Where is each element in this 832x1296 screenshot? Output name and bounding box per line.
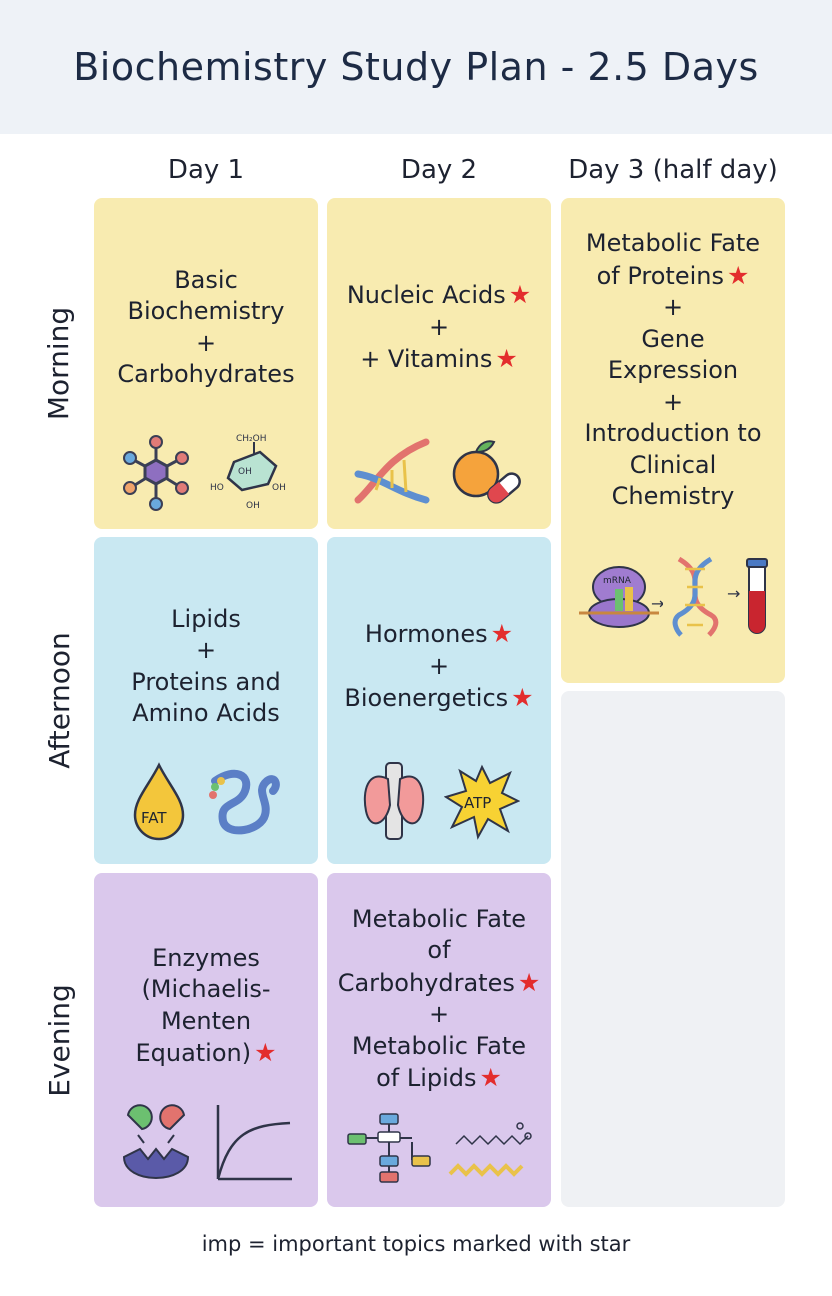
cell-line: Lipids [171, 604, 241, 633]
ribosome-icon: mRNA → [579, 565, 663, 628]
cell-line: Bioenergetics★ [344, 683, 534, 713]
row-label-afternoon: Afternoon [42, 632, 76, 769]
cell-line: Enzymes [152, 943, 260, 972]
cell-line: Menten [160, 1006, 252, 1035]
cell-icons [327, 427, 551, 517]
glucose-ring-icon: CH₂OH OH HO OH OH [210, 434, 286, 511]
star-icon: ★ [517, 967, 541, 997]
cell-icons [327, 1103, 551, 1193]
star-icon: ★ [511, 683, 534, 713]
cell-line: Clinical [629, 450, 717, 479]
enzyme-icon [122, 1104, 190, 1179]
cell-line: Carbohydrates [117, 360, 295, 388]
cell-day3-empty [561, 691, 785, 1207]
star-icon: ★ [726, 260, 750, 290]
test-tube-icon: → [727, 557, 768, 634]
star-icon: ★ [479, 1063, 502, 1092]
cell-line: + [662, 293, 684, 321]
cell-line: Nucleic Acids★ [346, 280, 532, 310]
cell-line: Expression [607, 356, 739, 384]
glucose-label: CH₂OH [236, 434, 267, 444]
cell-line: Metabolic Fate [585, 229, 761, 257]
star-icon: ★ [508, 280, 532, 310]
protein-chain-icon [209, 769, 280, 835]
glucose-label: OH [272, 483, 286, 493]
row-label-evening: Evening [42, 983, 76, 1097]
flowchart-icon [347, 1113, 431, 1183]
svg-text:→: → [727, 584, 740, 603]
glucose-label: HO [210, 483, 224, 493]
cell-day2-morning: Nucleic Acids★+ + Vitamins★ [327, 198, 551, 529]
cell-icons: ATP [327, 756, 551, 846]
cell-line: + Vitamins★ [360, 344, 518, 374]
atp-label: ATP [464, 794, 491, 812]
page-title: Biochemistry Study Plan - 2.5 Days [73, 45, 759, 89]
cell-line: of Proteins★ [596, 260, 750, 290]
star-icon: ★ [495, 344, 518, 374]
dna-icon [354, 438, 430, 504]
fruit-pill-icon [452, 440, 521, 504]
cell-text: Hormones★+ Bioenergetics★ [327, 577, 551, 756]
cell-line: (Michaelis- [141, 975, 271, 1003]
dna-helix-icon [672, 556, 719, 637]
header-banner: Biochemistry Study Plan - 2.5 Days [0, 0, 832, 134]
fatty-acid-icon [448, 1122, 532, 1177]
fat-label: FAT [141, 809, 167, 827]
fat-drop-icon: FAT [133, 762, 185, 841]
cell-line: Metabolic Fate [351, 1031, 527, 1060]
glucose-label: OH [238, 467, 252, 477]
column-header-day2: Day 2 [400, 155, 478, 185]
cell-line: + [195, 328, 217, 357]
star-icon: ★ [254, 1038, 277, 1067]
cell-text: Nucleic Acids★+ + Vitamins★ [327, 228, 551, 427]
cell-icons: mRNA → → [561, 549, 785, 645]
cell-icons: FAT [94, 756, 318, 846]
glucose-label: OH [246, 501, 260, 511]
cell-line: + [662, 387, 684, 416]
cell-line: Carbohydrates★ [337, 967, 541, 997]
curve-graph-icon [216, 1105, 292, 1181]
column-header-day3: Day 3 (half day) [568, 155, 778, 185]
cell-line: Amino Acids [132, 699, 280, 727]
cell-line: Biochemistry [127, 297, 285, 325]
cell-line: of [427, 936, 451, 964]
cell-line: Basic [174, 265, 238, 294]
cell-line: Metabolic Fate [351, 904, 527, 933]
cell-line: Introduction to [584, 419, 762, 447]
cell-icons [94, 1099, 318, 1189]
mrna-label: mRNA [603, 576, 632, 586]
cell-line: Gene [641, 324, 705, 353]
cell-line: Hormones★ [364, 619, 514, 649]
cell-line: + [195, 636, 217, 664]
cell-line: + [428, 651, 450, 680]
column-header-day1: Day 1 [167, 155, 245, 185]
cell-line: + [428, 312, 450, 341]
footer-note: imp = important topics marked with star [201, 1232, 631, 1256]
atp-icon: ATP [444, 764, 520, 840]
row-label-morning: Morning [42, 306, 76, 421]
cell-icons: CH₂OH OH HO OH OH [94, 427, 318, 517]
cell-line: + [428, 1000, 450, 1028]
thyroid-icon [363, 762, 425, 840]
star-icon: ★ [490, 619, 514, 649]
molecule-icon [123, 435, 189, 511]
cell-line: Chemistry [611, 482, 735, 510]
cell-line: of Lipids★ [376, 1063, 502, 1092]
cell-line: Proteins and [131, 667, 281, 696]
cell-day2-afternoon: Hormones★+ Bioenergetics★ ATP [327, 537, 551, 864]
svg-text:→: → [651, 594, 663, 613]
cell-line: Equation)★ [135, 1038, 277, 1067]
